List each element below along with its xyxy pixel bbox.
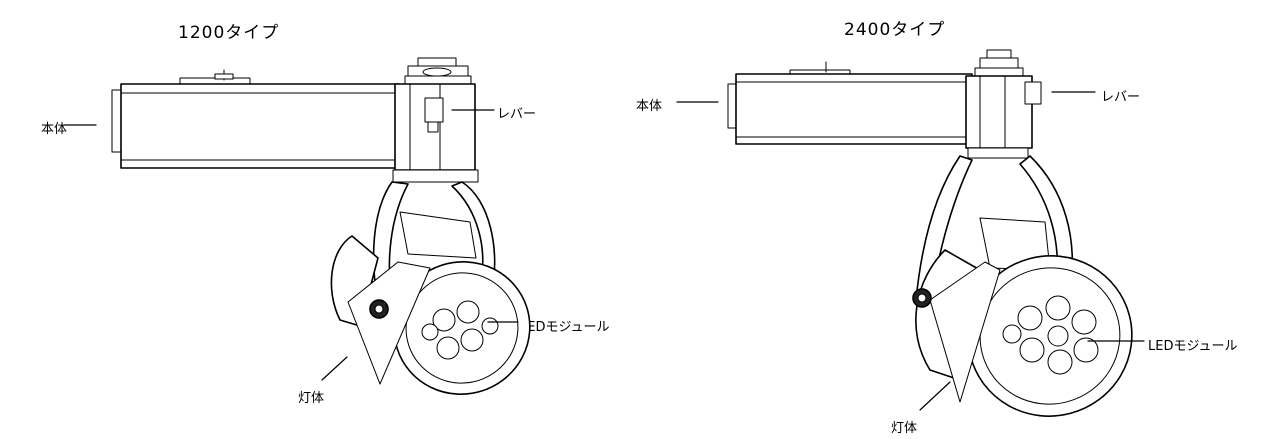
figure-title-1200: 1200タイプ bbox=[178, 23, 280, 43]
adapter-2400 bbox=[965, 75, 1033, 149]
main-body-1200 bbox=[120, 83, 400, 169]
label-body-2400: 本体 bbox=[636, 99, 663, 114]
lever-1200 bbox=[424, 97, 444, 123]
housing-side-2400 bbox=[929, 261, 1001, 403]
lever-2400 bbox=[1024, 81, 1042, 105]
connector-2400 bbox=[974, 49, 1024, 78]
spotlight-1200 bbox=[63, 57, 531, 395]
label-led-module-2400: LEDモジュール bbox=[1148, 339, 1238, 354]
label-lever-1200: レバー bbox=[497, 107, 537, 122]
spotlight-2400 bbox=[676, 49, 1145, 417]
label-led-module-1200: LEDモジュール bbox=[520, 320, 610, 335]
housing-back-1200 bbox=[330, 235, 379, 327]
label-lever-2400: レバー bbox=[1101, 90, 1141, 105]
label-lamp-body-2400: 灯体 bbox=[891, 421, 918, 436]
housing-side-1200 bbox=[347, 261, 431, 385]
figure-title-2400: 2400タイプ bbox=[844, 20, 946, 40]
label-lamp-body-1200: 灯体 bbox=[298, 391, 325, 406]
label-body-1200: 本体 bbox=[41, 122, 68, 137]
led-cells-1200 bbox=[421, 300, 499, 360]
main-body-2400 bbox=[735, 73, 973, 145]
connector-1200 bbox=[404, 57, 472, 85]
led-cells-2400 bbox=[1002, 295, 1099, 375]
